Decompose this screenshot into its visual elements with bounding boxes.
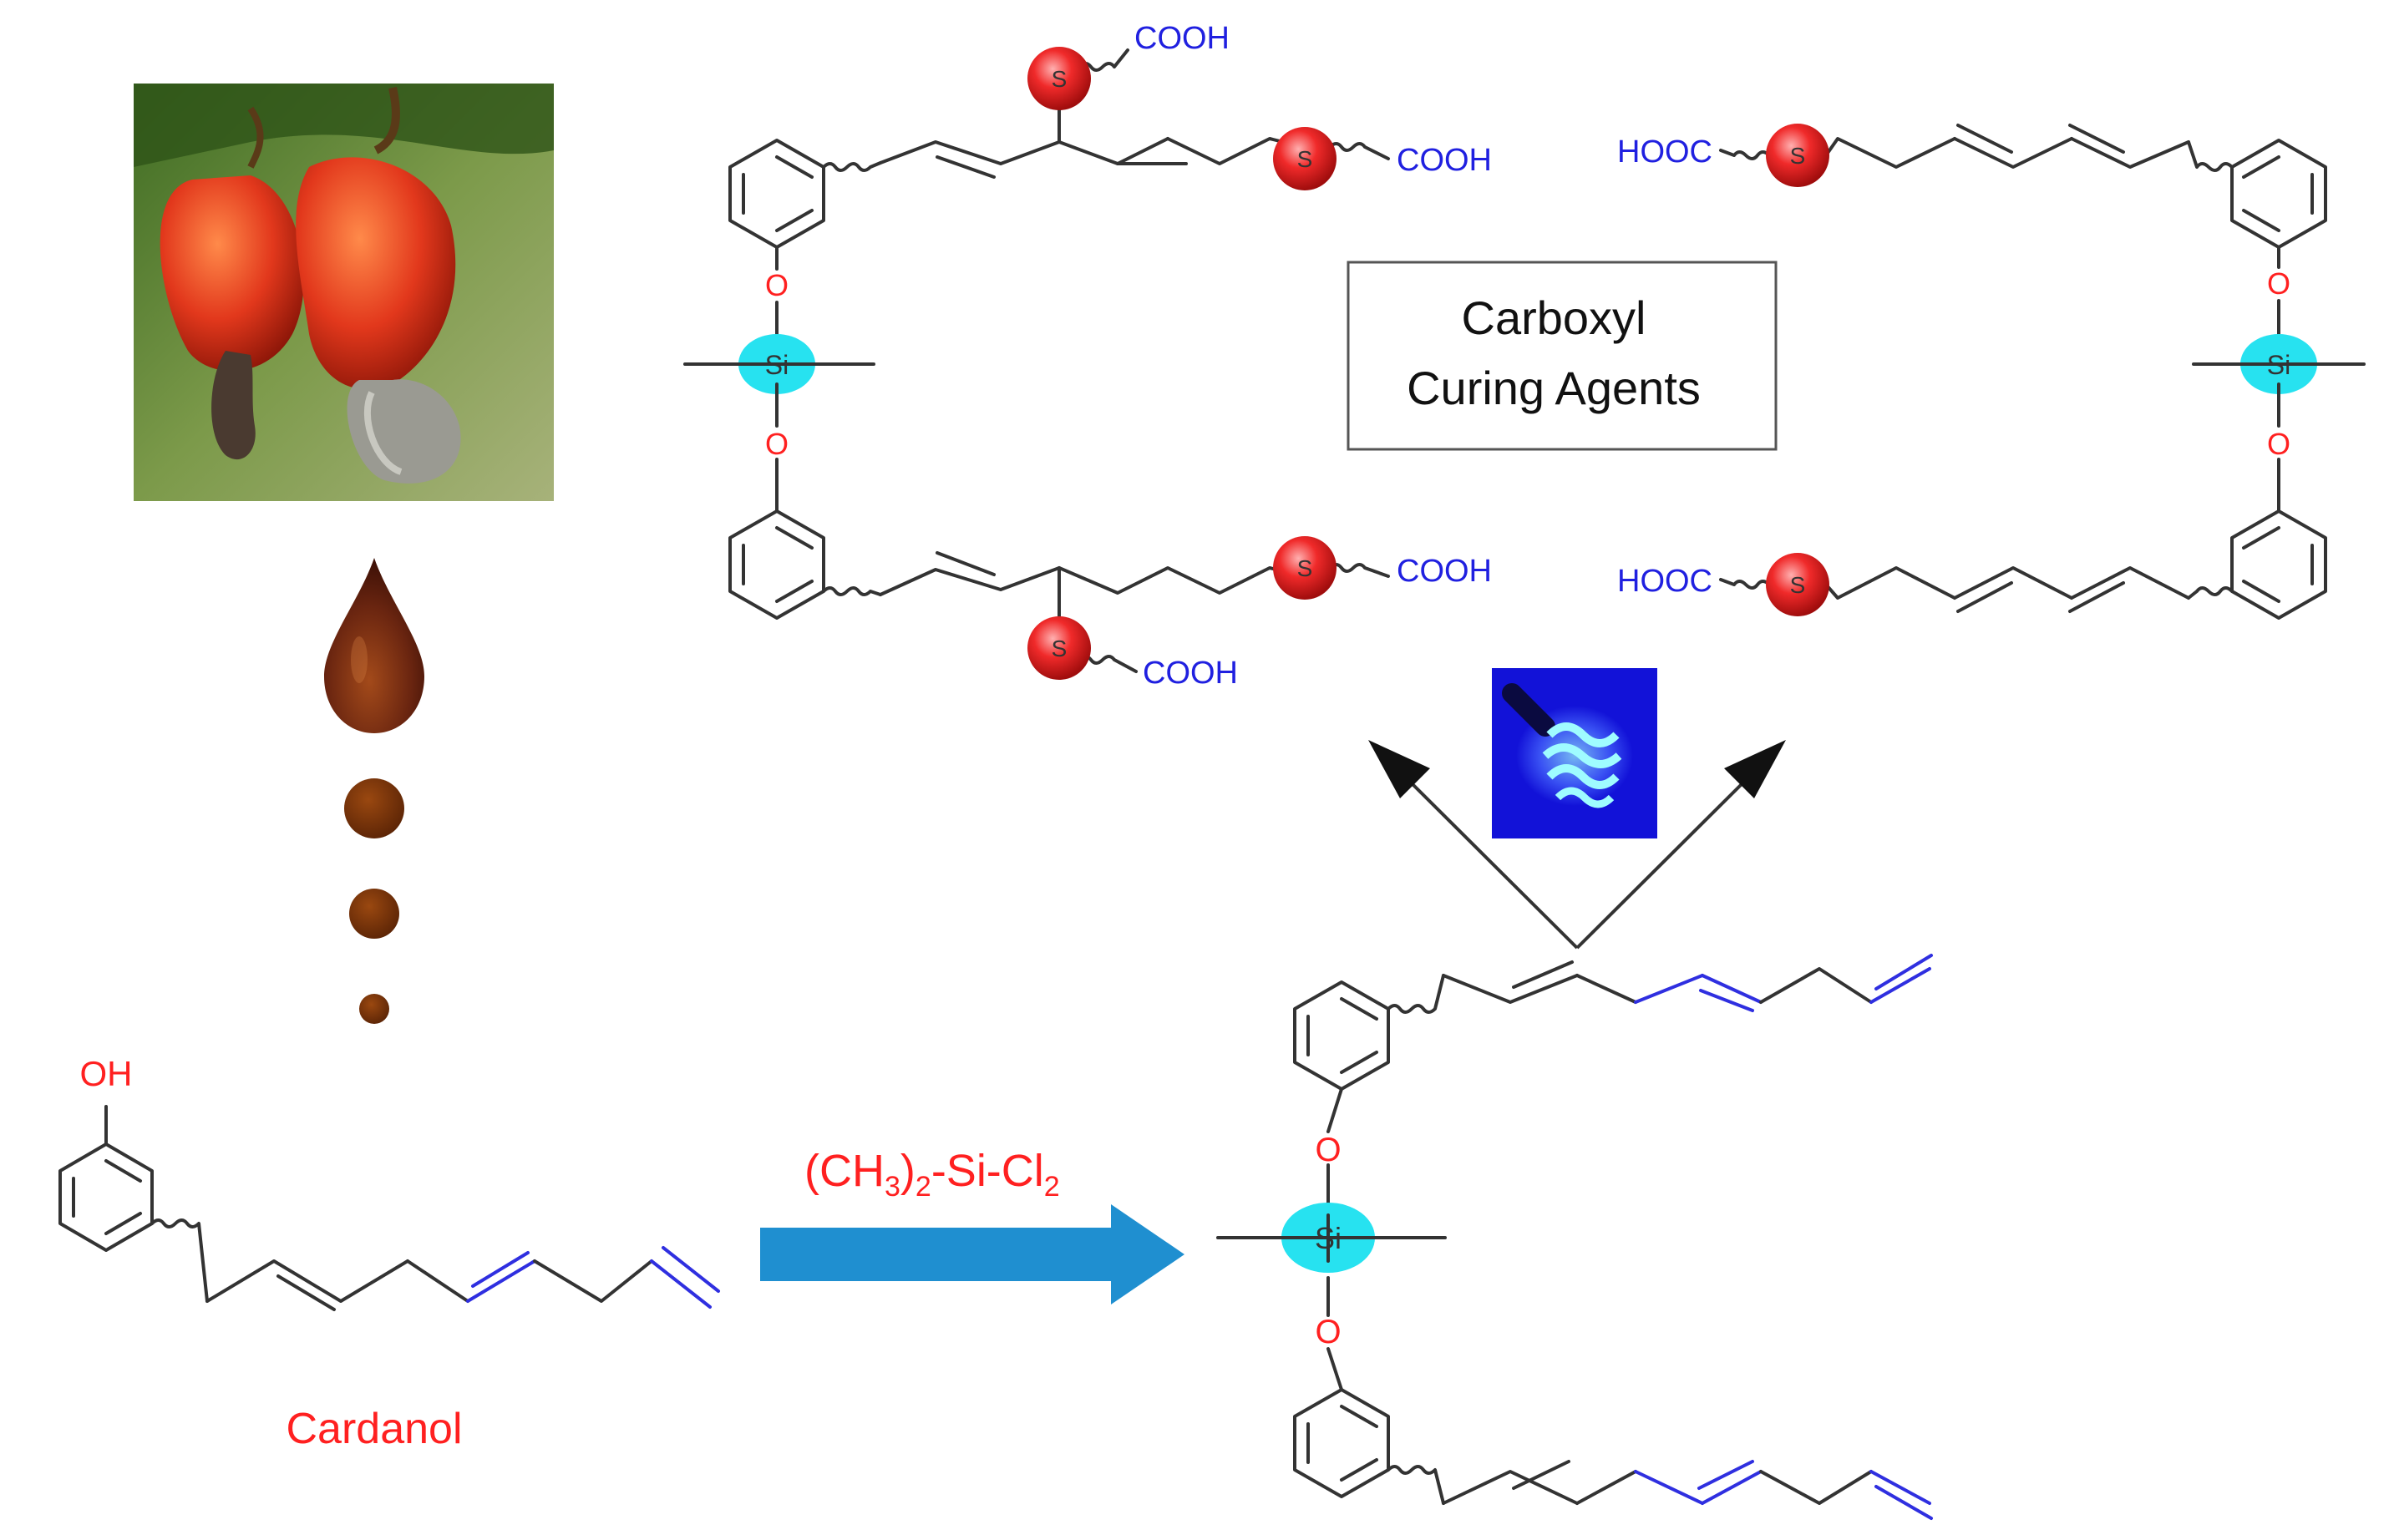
carboxyl-label: COOH: [1134, 21, 1230, 56]
uv-lamp-photo: [1492, 668, 1657, 838]
curing-agents-box: [1347, 261, 1778, 451]
oil-drop-icon: [324, 558, 424, 1024]
oxygen-label-tr-1: O: [2267, 266, 2290, 301]
cashew-photo: [134, 84, 554, 501]
sulfur-label: S: [1297, 555, 1313, 581]
cardanol-label: Cardanol: [286, 1405, 462, 1453]
hydroxyl-label: OH: [80, 1054, 133, 1093]
silyl-ether-product: [1216, 954, 1933, 1520]
oxygen-label-bottom: O: [1315, 1314, 1341, 1350]
oxygen-label-tr-2: O: [2267, 427, 2290, 461]
carboxyl-label: COOH: [1397, 143, 1492, 178]
sulfur-label: S: [1790, 572, 1806, 598]
sulfur-label: S: [1790, 143, 1806, 169]
carboxyl-label: HOOC: [1617, 564, 1712, 599]
curing-agent-right: [1719, 124, 2366, 620]
cardanol-structure: [58, 1105, 720, 1311]
sulfur-label: S: [1052, 636, 1068, 661]
silicon-label: Si: [1315, 1221, 1342, 1255]
oxygen-label-top: O: [1315, 1132, 1341, 1168]
silicon-label-tl: Si: [765, 350, 789, 380]
box-title-line1: Carboxyl: [1462, 291, 1646, 344]
carboxyl-label: COOH: [1143, 656, 1238, 691]
sulfur-label: S: [1052, 66, 1068, 92]
branch-arrows: [1368, 740, 1786, 950]
oxygen-label-tl-1: O: [765, 268, 789, 302]
curing-agent-left: [683, 47, 1390, 680]
box-title-line2: Curing Agents: [1407, 362, 1701, 414]
oxygen-label-tl-2: O: [765, 427, 789, 461]
silicon-label-tr: Si: [2267, 350, 2290, 380]
carboxyl-label: COOH: [1397, 554, 1492, 589]
reaction-arrow-icon: [760, 1204, 1184, 1304]
carboxyl-label: HOOC: [1617, 134, 1712, 170]
sulfur-label: S: [1297, 146, 1313, 172]
reagent-formula: (CH3)2-Si-Cl2: [804, 1146, 1060, 1203]
